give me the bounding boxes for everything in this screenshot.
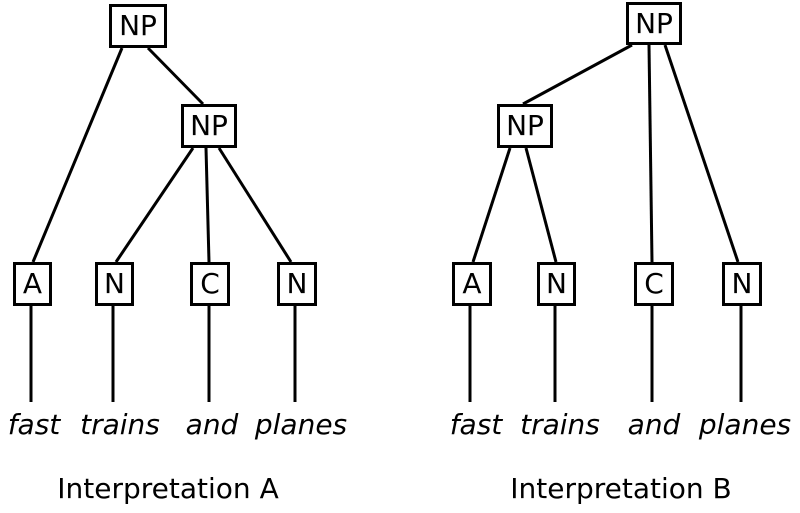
tree-b-word-trains: trains (520, 408, 600, 441)
tree-b-word-planes: planes (698, 408, 792, 441)
tree-b-word-and: and (627, 408, 681, 441)
tree-a-word-and: and (185, 408, 239, 441)
edge-b-root-to-c (647, 44, 654, 263)
tree-b-root-np-node: NP (626, 2, 682, 45)
edge-b-subnp-to-a (471, 147, 512, 263)
tree-a-caption: Interpretation A (57, 472, 279, 505)
tree-b-leaf-conjunction-node: C (634, 262, 674, 306)
edge-b-subnp-to-n1 (524, 147, 558, 263)
edge-b-root-to-n2 (663, 44, 740, 263)
tree-b-leaf-adjective-node: A (452, 262, 492, 306)
edge-a-subnp-to-n1 (114, 147, 195, 263)
tree-a-word-planes: planes (254, 408, 348, 441)
tree-a-leaf-adjective-node: A (13, 262, 52, 306)
edge-a-root-to-subnp (146, 46, 205, 106)
tree-a-word-fast: fast (7, 408, 61, 441)
tree-b-sub-np-node: NP (497, 104, 553, 148)
tree-a-leaf-noun2-node: N (277, 262, 317, 306)
tree-a-leaf-conjunction-node: C (190, 262, 230, 306)
tree-b-caption: Interpretation B (510, 472, 732, 505)
tree-a-leaf-noun1-node: N (95, 262, 134, 306)
edge-a-subnp-to-n2 (217, 147, 293, 263)
tree-b-leaf-noun2-node: N (722, 262, 762, 306)
tree-a-sub-np-node: NP (181, 104, 237, 148)
tree-b-leaf-noun1-node: N (537, 262, 576, 306)
edge-a-root-to-a (31, 47, 124, 263)
tree-b-word-fast: fast (449, 408, 503, 441)
edge-a-subnp-to-c (204, 147, 211, 263)
edge-b-root-to-subnp (522, 43, 633, 106)
tree-a-root-np-node: NP (109, 4, 167, 48)
tree-a-word-trains: trains (80, 408, 160, 441)
